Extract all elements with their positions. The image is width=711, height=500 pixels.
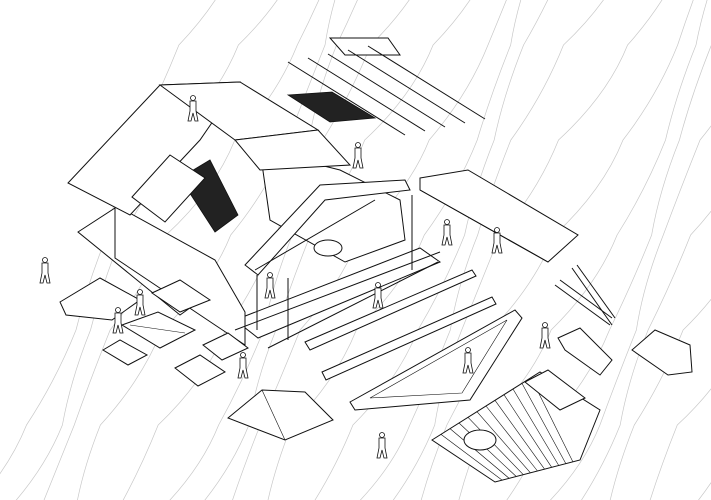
person-head [444,219,450,225]
roof-solar-panel [131,154,206,223]
ground-beam [304,269,477,351]
contour-line [649,388,711,500]
person-body [441,224,453,246]
person-body [376,437,388,459]
person-head [42,257,48,263]
person-head [137,289,143,295]
roof-grid-panel [286,91,377,123]
contour-line [698,482,711,500]
person-head [375,282,381,288]
person-figure [352,142,364,169]
person-body [112,312,124,334]
panel-stack [59,277,141,321]
rafter [367,45,486,120]
person-body [187,100,199,122]
joist [512,388,560,466]
rafter [327,53,446,128]
bench-module [631,329,693,376]
joist [485,405,538,472]
cassette-top-panel [524,369,586,411]
person-head [355,142,361,148]
deck-frame [120,311,197,349]
deck-tile-stack [202,332,249,361]
person-body [134,294,146,316]
contour-line [359,0,604,500]
roof-top-panel [328,37,401,56]
person-body [264,277,276,299]
people [39,95,551,459]
stair-module [557,327,613,376]
person-figure [134,289,146,316]
person-figure [372,282,384,309]
person-figure [491,227,503,254]
rafter [287,61,406,136]
joist [476,411,531,474]
person-head [267,272,273,278]
person-head [465,347,471,353]
floor-panel [419,169,579,263]
person-body [539,327,551,349]
contour-line [609,298,711,500]
cladding-bundle [227,389,334,441]
rafter-stack [554,264,616,326]
person-figure [237,352,249,379]
ground-beam [321,296,497,381]
deck-tile-stack [174,354,226,387]
wall-frame-back [259,149,406,263]
joist [503,394,552,468]
person-head [379,432,385,438]
deck-module [102,339,149,366]
person-body [491,232,503,254]
foundation-beam [234,251,441,331]
cladding-divide [261,389,286,441]
person-head [494,227,500,233]
person-body [372,287,384,309]
gable-truss [244,179,411,276]
person-figure [376,432,388,459]
rafter [307,57,426,132]
triangle-truss-inner [369,319,508,399]
person-figure [264,272,276,299]
joist [458,422,517,477]
person-head [115,307,121,313]
contour-line [77,0,336,500]
joist [440,434,503,481]
person-head [542,322,548,328]
person-body [352,147,364,169]
wall-frame-left [114,204,246,346]
deck-frame-brace [129,324,186,334]
floor-cassette-opening [463,429,497,451]
rafter [347,49,466,124]
person-figure [441,219,453,246]
joist [449,428,510,479]
joist [467,417,524,475]
person-figure [187,95,199,122]
deck-piece [150,279,212,313]
person-head [190,95,196,101]
roof-rafters [287,45,486,136]
person-body [237,357,249,379]
person-body [462,352,474,374]
joist [521,383,567,464]
person-figure [39,257,51,284]
joist [494,400,545,470]
floor-platform [234,247,442,339]
floor-panel-edge [419,189,549,263]
contour-line [549,125,711,500]
foundation-beam [267,261,439,349]
person-figure [462,347,474,374]
contour-line [581,210,711,500]
person-figure [112,307,124,334]
roof-grid-panel-installed [234,129,352,171]
person-head [240,352,246,358]
person-body [39,262,51,284]
contour-line [314,0,549,500]
person-figure [539,322,551,349]
floor-hatch-ring [313,239,343,257]
truss-brace [254,199,376,271]
